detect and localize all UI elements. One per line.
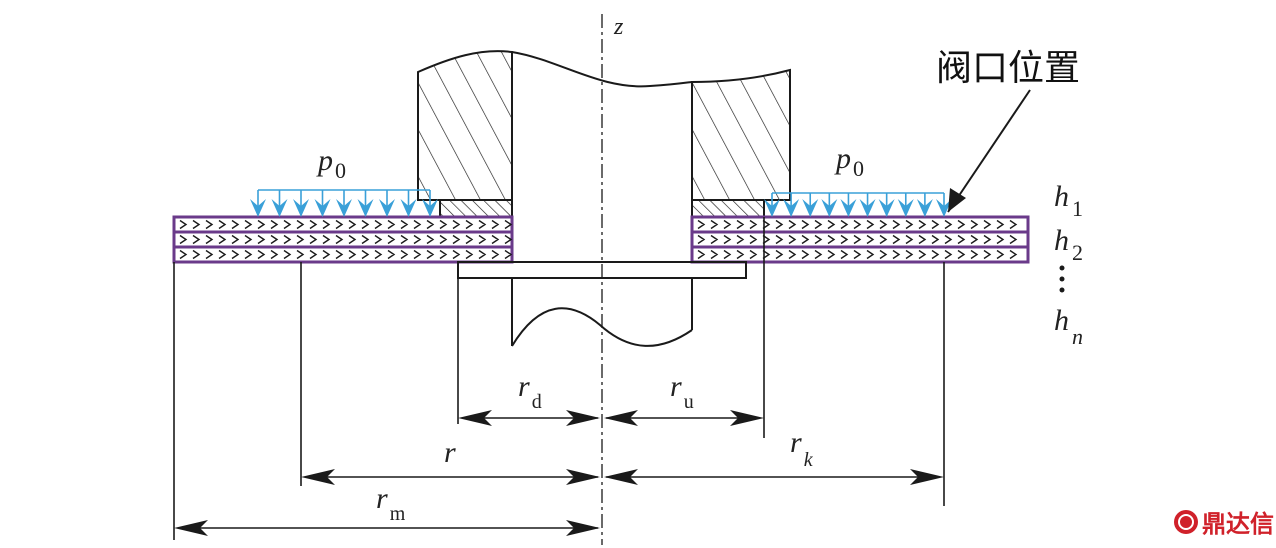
pressure-arrow bbox=[357, 190, 374, 217]
pressure-arrows-right bbox=[764, 192, 952, 217]
pressure-arrow bbox=[400, 190, 417, 217]
washer-right bbox=[691, 199, 765, 218]
shaft-bottom bbox=[511, 278, 693, 347]
valve-position-arrow bbox=[947, 89, 1031, 213]
valve-body-left bbox=[417, 50, 513, 201]
shaft-top bbox=[511, 51, 693, 88]
washer-left bbox=[439, 199, 513, 218]
rk-label: rk bbox=[790, 426, 814, 471]
pressure-arrow bbox=[821, 193, 838, 217]
valve-position-arrowhead bbox=[948, 188, 966, 212]
pressure-arrow bbox=[250, 190, 266, 217]
pressure-arrow bbox=[314, 190, 331, 217]
pressure-arrow bbox=[878, 193, 895, 217]
r-label: r bbox=[444, 436, 456, 469]
lower-nut bbox=[457, 261, 747, 279]
dimension-rm bbox=[174, 520, 600, 536]
dimension-r bbox=[301, 469, 600, 485]
pressure-arrow bbox=[379, 190, 395, 217]
pressure-arrows-left bbox=[250, 189, 438, 217]
axis-label-z: z bbox=[613, 14, 624, 40]
pressure-arrow bbox=[293, 190, 309, 217]
extension-lines bbox=[173, 217, 945, 540]
valve-position-label: 阀口位置 bbox=[936, 48, 1080, 89]
pressure-arrow bbox=[840, 193, 857, 217]
pressure-arrow bbox=[783, 193, 800, 217]
pressure-arrow bbox=[336, 190, 352, 217]
pressure-arrow bbox=[897, 193, 914, 217]
pressure-arrow bbox=[859, 193, 876, 217]
plate-stack bbox=[172, 215, 1030, 264]
svg-text:鼎达信: 鼎达信 bbox=[1202, 510, 1274, 538]
dimension-ru bbox=[604, 410, 764, 426]
watermark-logo: 鼎达信 bbox=[1174, 510, 1274, 538]
plate-segment-right bbox=[690, 215, 1030, 264]
pressure-arrow bbox=[422, 190, 438, 217]
valve-body-right bbox=[691, 68, 791, 201]
dimension-rk bbox=[604, 469, 944, 485]
plate-segment-left bbox=[172, 215, 514, 264]
pressure-label-right: p0 bbox=[834, 142, 864, 181]
h-ellipsis bbox=[1059, 265, 1065, 293]
pressure-arrow bbox=[764, 193, 780, 217]
pressure-label-left: p0 bbox=[316, 144, 346, 183]
pressure-arrow bbox=[271, 190, 288, 217]
pressure-arrow bbox=[916, 193, 933, 217]
pressure-arrow bbox=[936, 193, 952, 217]
pressure-arrow bbox=[802, 193, 819, 217]
dimension-rd bbox=[458, 410, 600, 426]
